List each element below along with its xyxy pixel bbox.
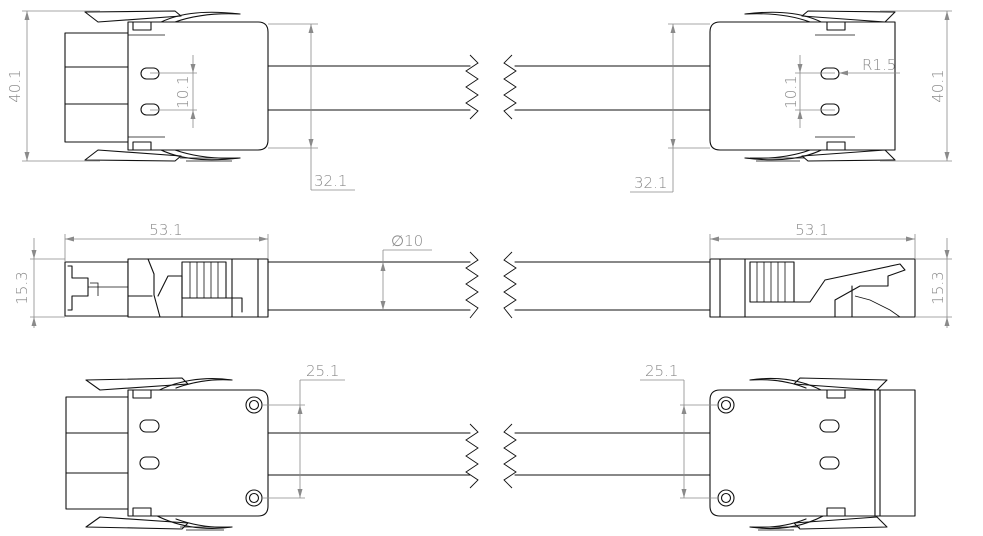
dimension-thickness-right: 15.3 xyxy=(915,238,952,328)
top-view-right-connector xyxy=(709,10,896,162)
dimension-label: 40.1 xyxy=(6,69,24,102)
top-view-cable xyxy=(267,54,711,120)
side-view-cable xyxy=(267,251,711,319)
dimension-label: 25.1 xyxy=(645,362,678,380)
bottom-view-left-connector xyxy=(65,377,269,531)
dimension-label: 15.3 xyxy=(929,271,947,304)
dimension-label: 10.1 xyxy=(782,75,800,108)
bottom-view-right-connector xyxy=(709,377,916,531)
dimension-label: 53.1 xyxy=(149,221,182,239)
dimension-pitch-left: 10.1 xyxy=(150,55,197,128)
dimension-hole-pitch-right: 25.1 xyxy=(640,362,718,499)
top-view-left-connector xyxy=(64,10,269,162)
dimension-label: ∅10 xyxy=(391,232,423,250)
dimension-length-right: 53.1 xyxy=(709,221,916,259)
dimension-label: 32.1 xyxy=(634,174,667,192)
dimension-depth-right: 32.1 xyxy=(630,23,710,193)
side-view-right-connector xyxy=(709,258,916,318)
dimension-hole-pitch-left: 25.1 xyxy=(262,362,345,499)
dimension-label: 10.1 xyxy=(174,75,192,108)
dimension-height-left: 40.1 xyxy=(6,10,100,162)
dimension-height-right: 40.1 xyxy=(880,10,952,162)
side-view-left-connector xyxy=(64,258,269,318)
dimension-length-left: 53.1 xyxy=(64,221,269,262)
dimension-depth-left: 32.1 xyxy=(268,23,355,191)
dimension-thickness-left: 15.3 xyxy=(13,238,65,328)
bottom-view-cable xyxy=(267,423,711,489)
dimension-label: R1.5 xyxy=(862,56,896,74)
dimension-radius: R1.5 xyxy=(839,56,900,76)
dimension-label: 40.1 xyxy=(929,69,947,102)
dimension-pitch-right: 10.1 xyxy=(782,55,835,128)
dimension-label: 32.1 xyxy=(314,172,347,190)
dimension-diameter: ∅10 xyxy=(380,232,432,310)
dimension-label: 25.1 xyxy=(306,362,339,380)
dimension-label: 15.3 xyxy=(13,271,31,304)
dimension-label: 53.1 xyxy=(795,221,828,239)
